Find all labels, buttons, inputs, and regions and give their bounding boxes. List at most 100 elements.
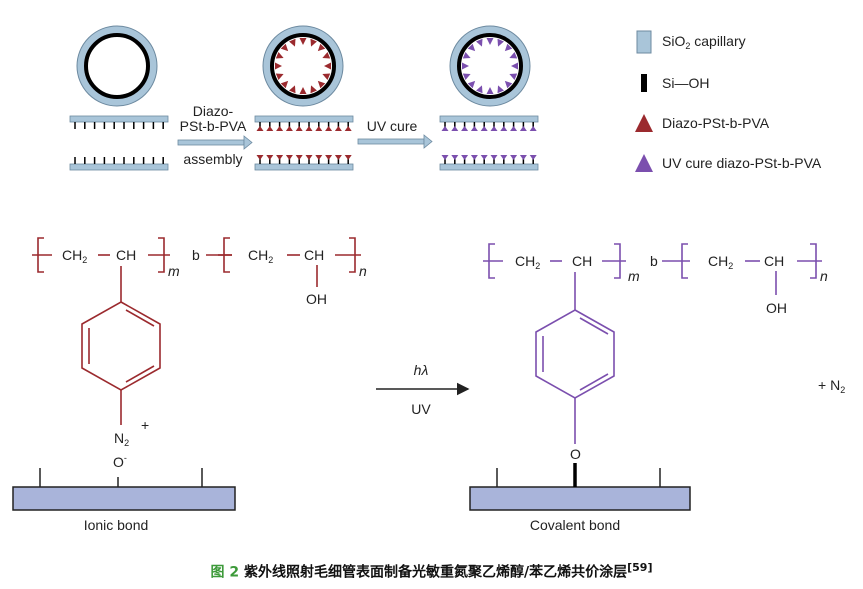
polymer-triangle [529, 155, 537, 160]
polymer-triangle [462, 52, 471, 59]
structure-uv-cured [483, 243, 822, 444]
polymer-triangle [322, 73, 331, 80]
polymer-triangle [476, 85, 483, 94]
polymer-triangle [275, 73, 284, 80]
polymer-triangle [497, 85, 504, 94]
polymer-triangle [299, 87, 307, 94]
polymer-triangle [285, 126, 293, 131]
caption-text: 紫外线照射毛细管表面制备光敏重氮聚乙烯醇/苯乙烯共价涂层 [244, 564, 628, 581]
polymer-triangle [476, 38, 483, 47]
arrow-uv-cure [357, 134, 433, 149]
arrow-top-label: hλ [414, 362, 429, 378]
polymer-triangle [509, 52, 518, 59]
polymer-triangle [276, 126, 284, 131]
polymer-triangle [500, 126, 508, 131]
polymer-triangle [467, 43, 476, 52]
polymer-triangle [266, 155, 274, 160]
capillary-wall [69, 163, 169, 171]
polymer-triangle [275, 62, 282, 70]
step2-label: UV cure [367, 118, 418, 134]
polymer-triangle [509, 73, 518, 80]
left-b: b [192, 247, 200, 263]
right-n: n [820, 268, 828, 284]
polymer-triangle [470, 126, 478, 131]
structure-left-labels: CH2 CH m b CH2 CH n OH N2 + O- [62, 247, 367, 470]
polymer-triangle [322, 52, 331, 59]
arrow-assembly [177, 135, 253, 150]
polymer-triangle [295, 155, 303, 160]
capillary-wall [439, 115, 539, 123]
polymer-triangle [504, 80, 513, 89]
polymer-triangle [461, 155, 469, 160]
polymer-triangle [344, 126, 352, 131]
polymer-triangle [511, 62, 518, 70]
capillary-wall-cross-sections [69, 115, 539, 171]
polymer-triangle [480, 126, 488, 131]
step1-label-line1: Diazo- [193, 103, 234, 119]
left-ch: CH [116, 247, 136, 263]
polymer-triangle [480, 155, 488, 160]
polymer-triangle [305, 155, 313, 160]
right-b: b [650, 253, 658, 269]
polymer-triangle [256, 155, 264, 160]
right-m: m [628, 268, 640, 284]
legend-label-uv-cured: UV cure diazo-PSt-b-PVA [662, 155, 822, 171]
polymer-triangle [276, 155, 284, 160]
substrate-left [12, 468, 236, 511]
right-o: O [570, 446, 581, 462]
polymer-triangle [490, 155, 498, 160]
right-ch2: CH2 [515, 253, 540, 271]
polymer-triangle [441, 126, 449, 131]
polymer-triangle [519, 155, 527, 160]
capillary-assembled [262, 25, 344, 107]
legend-label-sioh: Si—OH [662, 75, 709, 91]
polymer-triangle [510, 155, 518, 160]
legend-swatch-uv-cured [635, 154, 653, 172]
left-ch2-pva: CH2 [248, 247, 273, 265]
left-ch2: CH2 [62, 247, 87, 265]
capillary-wall [254, 115, 354, 123]
substrate-right [469, 463, 691, 511]
ionic-bond-label: Ionic bond [84, 517, 149, 533]
byproduct-n2: + N2 [818, 377, 845, 395]
polymer-triangle [325, 126, 333, 131]
polymer-triangle [451, 155, 459, 160]
polymer-triangle [519, 126, 527, 131]
right-ch-pva: CH [764, 253, 784, 269]
polymer-triangle [299, 38, 307, 45]
polymer-triangle [510, 126, 518, 131]
right-ch2-pva: CH2 [708, 253, 733, 271]
legend-label-capillary: SiO2 capillary [662, 33, 746, 51]
legend-label-diazo: Diazo-PSt-b-PVA [662, 115, 770, 131]
capillary-wall [69, 115, 169, 123]
left-ch-pva: CH [304, 247, 324, 263]
polymer-triangle [275, 52, 284, 59]
right-ch: CH [572, 253, 592, 269]
polymer-triangle [529, 126, 537, 131]
polymer-triangle [461, 126, 469, 131]
arrow-bottom-label: UV [411, 401, 431, 417]
left-o: O- [113, 453, 127, 470]
capillary-bare [76, 25, 158, 107]
capillary-wall [439, 163, 539, 171]
right-oh: OH [766, 300, 787, 316]
polymer-triangle [470, 155, 478, 160]
polymer-triangle [317, 43, 326, 52]
polymer-triangle [295, 126, 303, 131]
polymer-triangle [280, 80, 289, 89]
legend: SiO2 capillary Si—OH Diazo-PSt-b-PVA UV … [635, 30, 822, 172]
polymer-triangle [324, 62, 331, 70]
polymer-triangle [256, 126, 264, 131]
polymer-triangle [451, 126, 459, 131]
step1-label-line2: PSt-b-PVA [180, 118, 247, 134]
polymer-triangle [289, 38, 296, 47]
left-plus: + [141, 417, 149, 433]
polymer-triangle [344, 155, 352, 160]
polymer-triangle [500, 155, 508, 160]
polymer-triangle [305, 126, 313, 131]
polymer-triangle [462, 73, 471, 80]
left-n: n [359, 263, 367, 279]
polymer-triangle [285, 155, 293, 160]
covalent-bond-label: Covalent bond [530, 517, 620, 533]
